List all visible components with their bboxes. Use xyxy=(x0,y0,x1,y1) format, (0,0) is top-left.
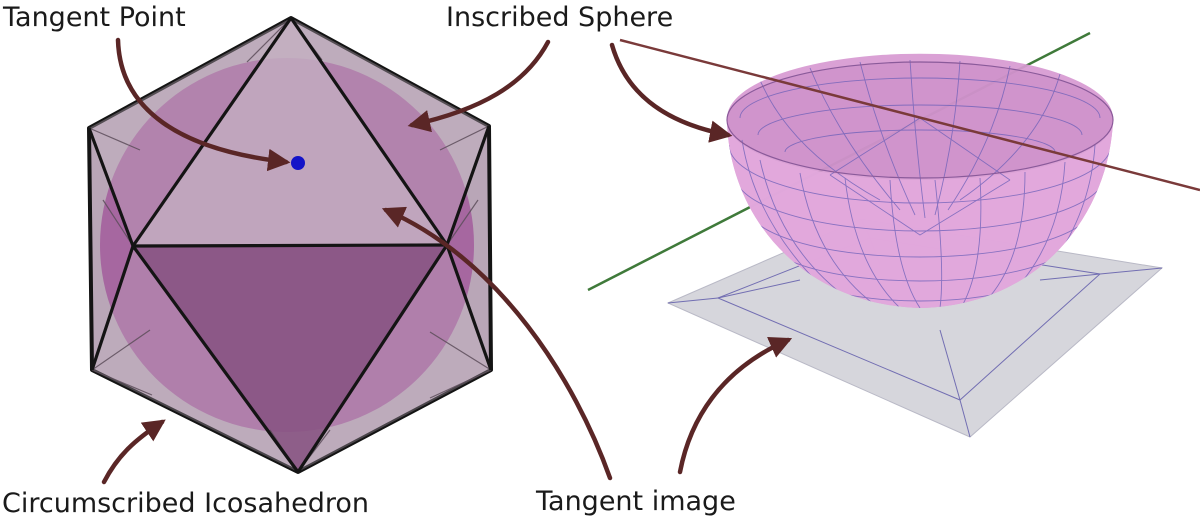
annotation-arrows xyxy=(101,37,793,485)
arrow-inscribed-sphere-left xyxy=(407,39,551,133)
icosahedron-figure xyxy=(87,16,493,474)
top-right-face xyxy=(291,18,489,245)
arrow-tangent-image-left xyxy=(381,206,613,481)
bottom-left-face xyxy=(92,246,298,472)
tangent-face xyxy=(133,18,447,246)
bottom-right-face xyxy=(298,245,491,472)
arrow-circumscribed xyxy=(101,419,166,485)
visible-edges xyxy=(87,17,493,473)
red-axis xyxy=(619,38,1200,192)
label-circumscribed-icosahedron: Circumscribed Icosahedron xyxy=(2,488,370,519)
arrow-inscribed-sphere-right xyxy=(609,42,733,143)
hemisphere-rim xyxy=(726,61,1114,179)
hemisphere-grid xyxy=(728,59,1112,308)
lower-face xyxy=(133,245,447,472)
hemisphere-front-wall xyxy=(727,122,1113,308)
hemisphere-rim-inner xyxy=(727,62,1113,178)
top-left-face xyxy=(89,18,291,246)
label-tangent-point: Tangent Point xyxy=(3,2,186,33)
tangent-point-dot xyxy=(291,156,305,170)
arrow-tangent-point xyxy=(115,37,291,172)
arrow-tangent-image-right xyxy=(677,336,793,475)
label-tangent-image: Tangent image xyxy=(536,486,736,517)
label-inscribed-sphere: Inscribed Sphere xyxy=(446,2,674,33)
tangent-plane-figure xyxy=(587,31,1200,438)
